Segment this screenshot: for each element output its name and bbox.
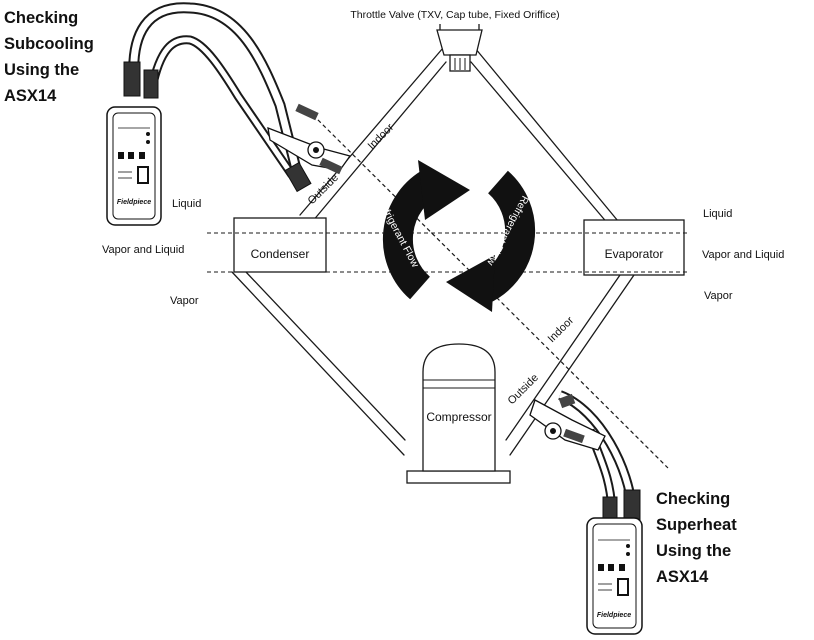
right-vapor-liquid-label: Vapor and Liquid bbox=[702, 249, 784, 261]
throttle-valve-label: Throttle Valve (TXV, Cap tube, Fixed Ori… bbox=[350, 9, 559, 21]
subcooling-meter-brand: Fieldpiece bbox=[117, 199, 151, 206]
outside-label-top: Outside bbox=[306, 172, 341, 207]
subcooling-callout-line-3: Using the bbox=[4, 61, 79, 79]
superheat-callout-line-4: ASX14 bbox=[656, 568, 709, 586]
compressor-label: Compressor bbox=[426, 410, 491, 424]
superheat-meter-assembly: Fieldpiece bbox=[529, 390, 643, 635]
superheat-callout-line-2: Superheat bbox=[656, 516, 737, 534]
subcooling-callout-line-2: Subcooling bbox=[4, 35, 94, 53]
evaporator-box bbox=[583, 219, 685, 276]
flow-arrow-head-upper bbox=[418, 160, 470, 220]
left-vapor-label: Vapor bbox=[170, 295, 199, 307]
phase-dashed-lines bbox=[207, 232, 690, 273]
right-vapor-label: Vapor bbox=[704, 290, 733, 302]
subcooling-callout-line-4: ASX14 bbox=[4, 87, 57, 105]
evaporator-label: Evaporator bbox=[605, 247, 664, 261]
subcooling-meter-assembly: Fieldpiece bbox=[106, 2, 352, 226]
left-vapor-liquid-label: Vapor and Liquid bbox=[102, 244, 184, 256]
left-liquid-label: Liquid bbox=[172, 198, 201, 210]
right-liquid-label: Liquid bbox=[703, 208, 732, 220]
refrigerant-flow-arrows bbox=[382, 160, 536, 312]
pipe-clamp-upper bbox=[267, 103, 352, 175]
subcooling-meter bbox=[106, 106, 162, 226]
compressor bbox=[406, 343, 511, 484]
condenser-box bbox=[233, 217, 327, 273]
subcooling-callout-line-1: Checking bbox=[4, 9, 78, 27]
condenser-label: Condenser bbox=[251, 247, 310, 261]
subcooling-callout: Checking Subcooling Using the ASX14 bbox=[4, 9, 94, 105]
superheat-callout: Checking Superheat Using the ASX14 bbox=[656, 490, 737, 586]
superheat-callout-line-1: Checking bbox=[656, 490, 730, 508]
refrigerant-loop bbox=[231, 47, 635, 456]
indoor-label-top: Indoor bbox=[366, 121, 397, 152]
throttle-valve bbox=[436, 24, 483, 72]
flow-arrow-head-lower bbox=[446, 255, 495, 312]
superheat-meter-brand: Fieldpiece bbox=[597, 612, 631, 619]
pipe-clamp-lower bbox=[529, 393, 606, 451]
indoor-label-bottom: Indoor bbox=[546, 314, 577, 345]
superheat-callout-line-3: Using the bbox=[656, 542, 731, 560]
